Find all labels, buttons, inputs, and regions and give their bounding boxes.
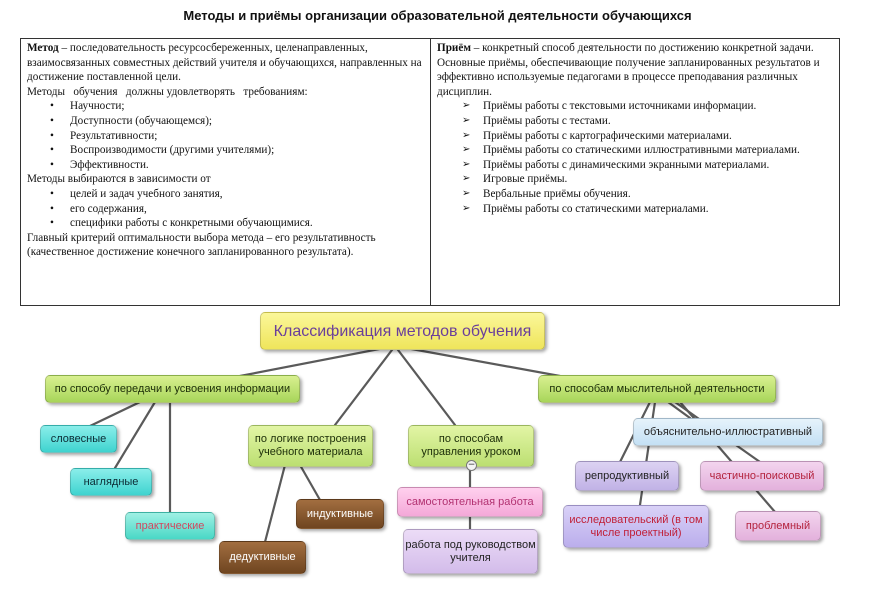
node-practical: практические — [125, 512, 215, 540]
list-item: целей и задач учебного занятия, — [27, 187, 424, 202]
list-item: Приёмы работы с картографическими матери… — [437, 129, 833, 144]
method-definition: Метод – последовательность ресурсосбереж… — [27, 41, 424, 85]
list-item: специфики работы с конкретными обучающим… — [27, 216, 424, 231]
techniques-intro: Основные приёмы, обеспечивающие получени… — [437, 56, 820, 98]
list-item: Приёмы работы с текстовыми источниками и… — [437, 99, 833, 114]
technique-definition: Приём – конкретный способ деятельности п… — [437, 41, 833, 56]
requirements-intro: Методы обучения должны удовлетворять тре… — [27, 85, 308, 98]
connector — [333, 344, 397, 427]
list-item: Приёмы работы с тестами. — [437, 114, 833, 129]
connector — [393, 344, 562, 378]
list-item: Приёмы работы с динамическими экранными … — [437, 158, 833, 173]
node-inductive: индуктивные — [296, 499, 384, 529]
connector — [393, 344, 457, 427]
node-problem: проблемный — [735, 511, 821, 541]
list-item: Приёмы работы со статическими материалам… — [437, 202, 833, 217]
connector — [113, 400, 157, 470]
criterion-text: Главный критерий оптимальности выбора ме… — [27, 231, 376, 259]
list-item: его содержания, — [27, 202, 424, 217]
list-item: Игровые приёмы. — [437, 172, 833, 187]
node-by-thinking: по способам мыслительной деятельности — [538, 375, 776, 403]
list-item: Приёмы работы со статическими иллюстрати… — [437, 143, 833, 158]
node-explanatory: объяснительно-иллюстративный — [633, 418, 823, 446]
collapse-minus-icon[interactable]: − — [466, 460, 477, 471]
node-visual: наглядные — [70, 468, 152, 496]
page-title: Методы и приёмы организации образователь… — [183, 8, 692, 23]
node-independent-work: самостоятельная работа — [397, 487, 543, 517]
depends-intro: Методы выбираются в зависимости от — [27, 173, 211, 186]
technique-definition-text: – конкретный способ деятельности по дост… — [470, 42, 814, 54]
list-item: Воспроизводимости (другими учителями); — [27, 143, 424, 158]
method-definition-text: – последовательность ресурсосбереженных,… — [27, 42, 422, 84]
list-item: Эффективности. — [27, 158, 424, 173]
list-item: Доступности (обучающемся); — [27, 114, 424, 129]
connector — [263, 463, 287, 544]
depends-list: целей и задач учебного занятия, его соде… — [27, 187, 424, 231]
technique-term: Приём — [437, 42, 471, 54]
techniques-list: Приёмы работы с текстовыми источниками и… — [437, 99, 833, 216]
node-research: исследовательский (в том числе проектный… — [563, 505, 709, 548]
method-column: Метод – последовательность ресурсосбереж… — [20, 38, 431, 306]
node-deductive: дедуктивные — [219, 541, 306, 574]
node-reproductive: репродуктивный — [575, 461, 679, 491]
node-verbal: словесные — [40, 425, 117, 453]
node-by-transfer: по способу передачи и усвоения информаци… — [45, 375, 300, 403]
requirements-list: Научности; Доступности (обучающемся); Ре… — [27, 99, 424, 172]
connector — [298, 463, 322, 502]
list-item: Вербальные приёмы обучения. — [437, 187, 833, 202]
node-partial-search: частично-поисковый — [700, 461, 824, 491]
connector — [88, 400, 142, 428]
mindmap-root: Классификация методов обучения — [260, 312, 545, 350]
node-guided-work: работа под руководством учителя — [403, 529, 538, 574]
list-item: Результативности; — [27, 129, 424, 144]
connector — [666, 400, 692, 420]
technique-column: Приём – конкретный способ деятельности п… — [431, 38, 840, 306]
node-by-logic: по логике построения учебного материала — [248, 425, 373, 467]
list-item: Научности; — [27, 99, 424, 114]
connector — [238, 344, 397, 378]
method-term: Метод — [27, 42, 59, 54]
